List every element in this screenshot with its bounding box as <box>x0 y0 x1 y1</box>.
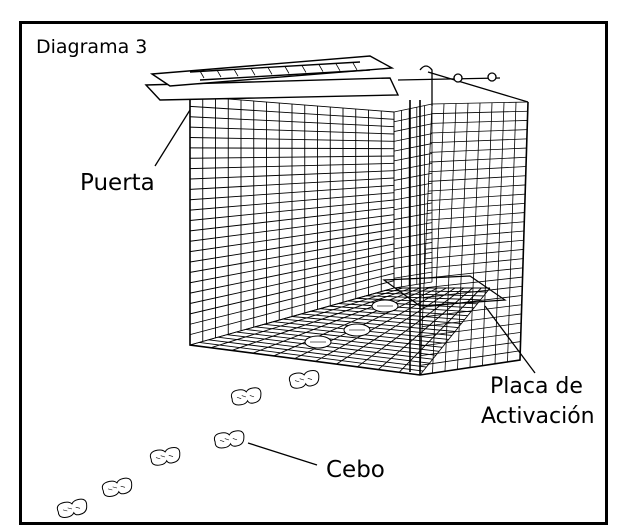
bait-label: Cebo <box>326 457 385 483</box>
peanut-bait <box>213 430 245 449</box>
door-label: Puerta <box>80 170 155 196</box>
bait-leader-line <box>247 442 318 466</box>
peanut-bait <box>230 387 262 406</box>
peanut-bait <box>101 477 133 497</box>
cage-right-wall <box>419 101 529 376</box>
trigger-plate-label-line2: Activación <box>481 404 595 429</box>
peanut-bait <box>56 498 88 518</box>
trigger-plate-leader-line <box>484 305 536 374</box>
peanut-bait <box>149 446 181 466</box>
wire-cage-trap <box>144 55 529 376</box>
door-leader-line <box>154 109 191 167</box>
bait-trail <box>56 369 320 518</box>
diagram-frame <box>19 21 608 525</box>
diagram-title: Diagrama 3 <box>36 36 148 58</box>
cage-back-panel <box>393 103 433 289</box>
latch-rod <box>397 65 529 106</box>
cage-left-wall <box>189 95 395 346</box>
trigger-plate <box>382 275 507 307</box>
peanut-bait <box>288 369 320 389</box>
label-leader-lines <box>154 109 536 466</box>
cage-frame-outline <box>189 96 529 376</box>
cage-door <box>144 55 400 101</box>
trigger-plate-label-line1: Placa de <box>490 374 583 399</box>
bait-inside-cage <box>304 299 399 349</box>
